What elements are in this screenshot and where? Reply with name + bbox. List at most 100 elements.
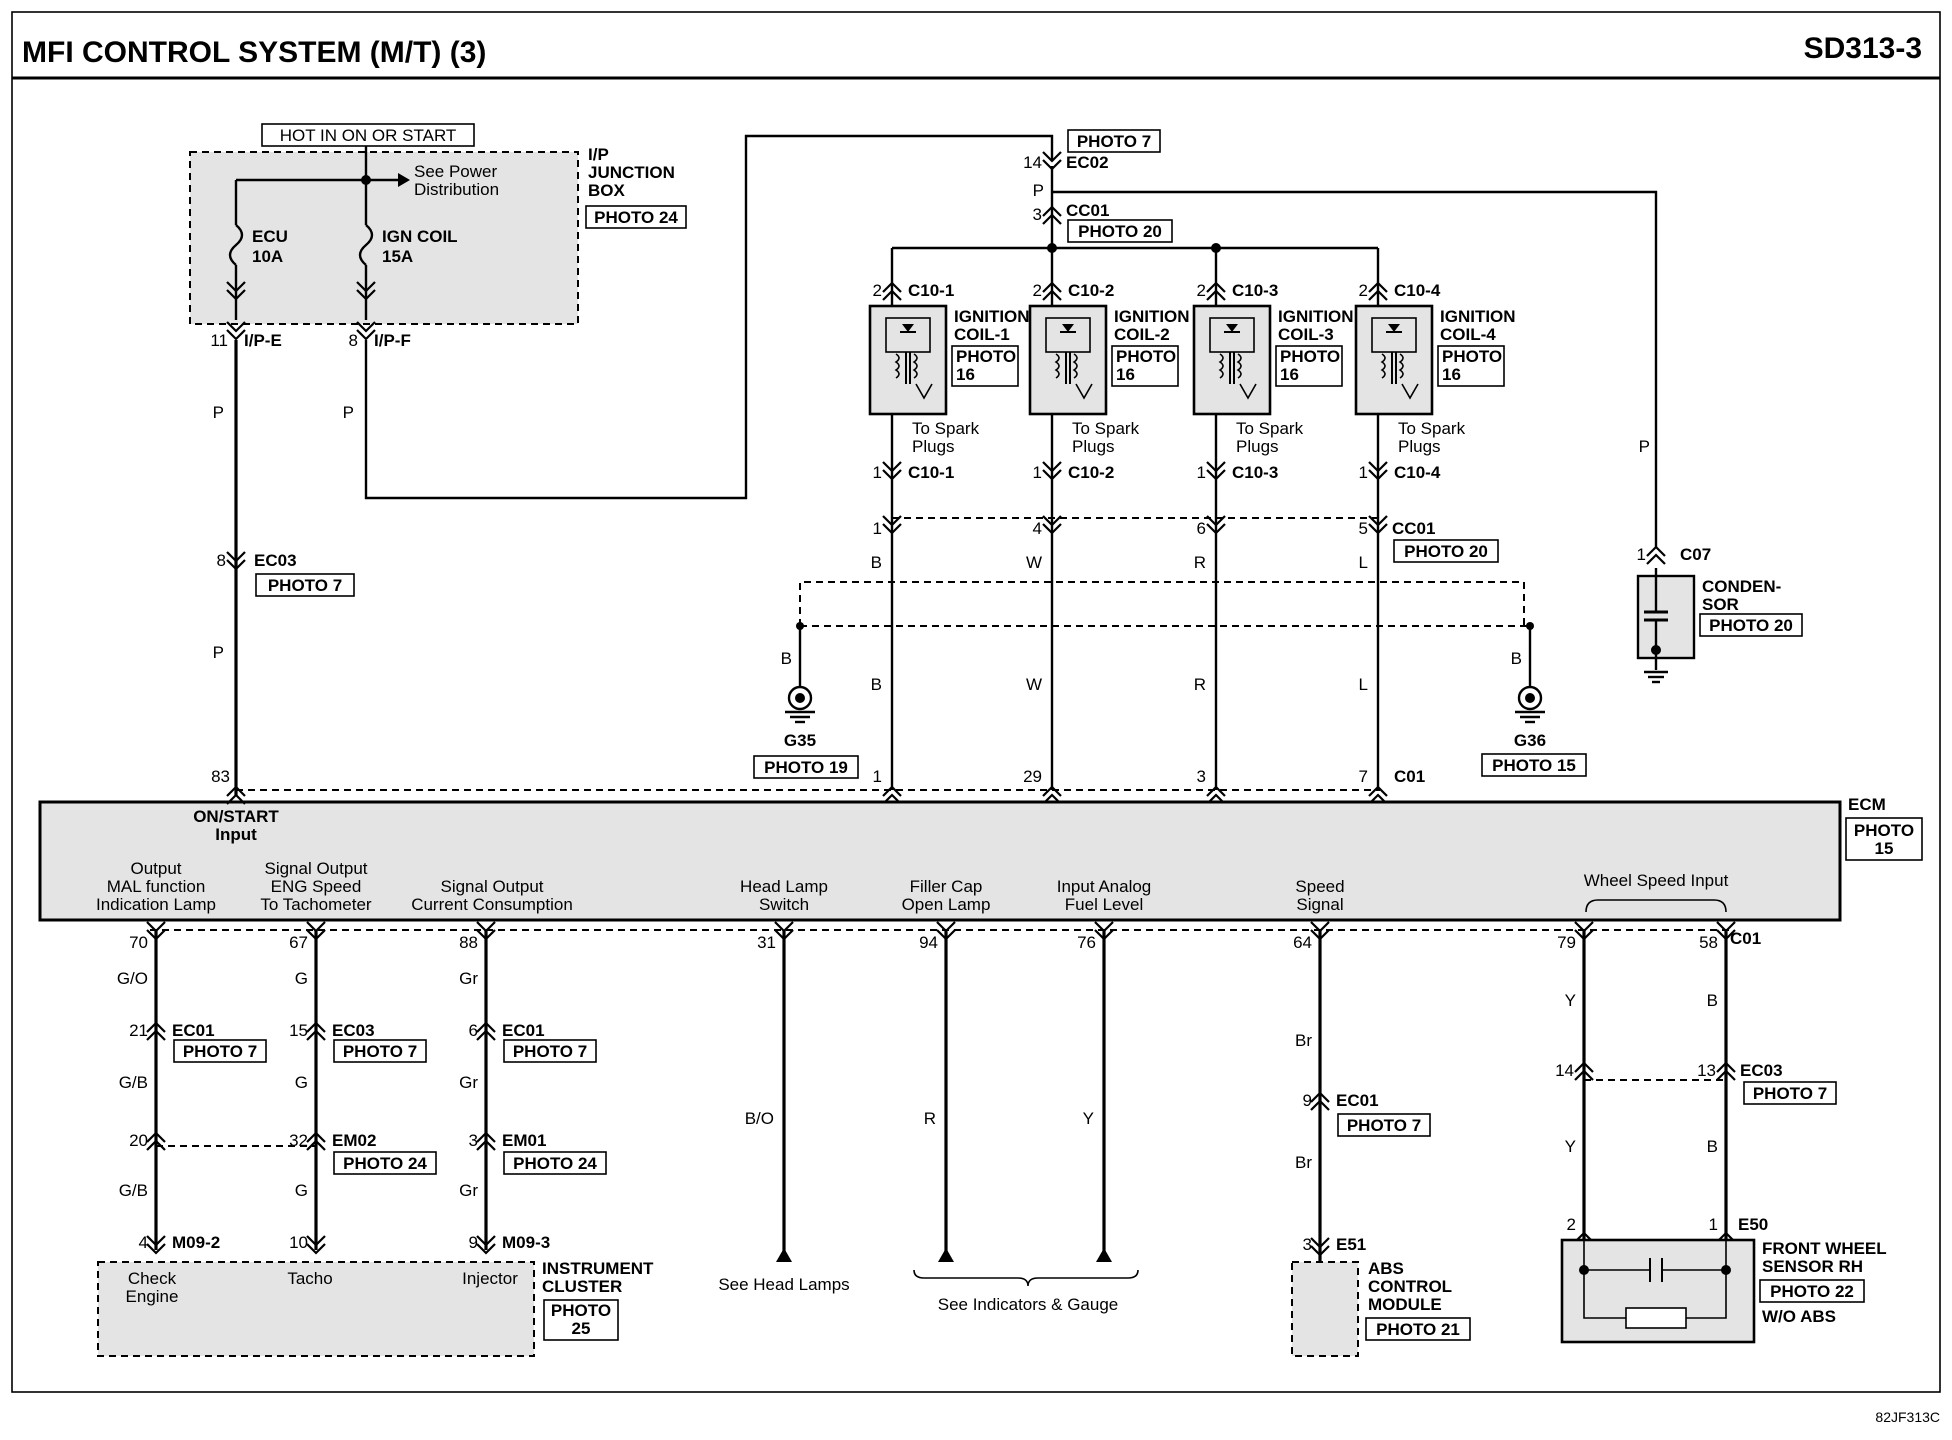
coil-top-conn: C10-2 — [1068, 281, 1114, 300]
wire-color: B — [1707, 1137, 1718, 1156]
wire-color: Y — [1083, 1109, 1094, 1128]
condensor-wire: P — [1639, 437, 1650, 456]
ecm-cyl-pin: 7 — [1359, 767, 1368, 786]
svg-text:1: 1 — [1637, 545, 1646, 564]
fuse-ecu-icon — [228, 224, 244, 266]
conn-photo: PHOTO 24 — [513, 1154, 597, 1173]
coil-bot-conn: C10-1 — [908, 463, 954, 482]
conn-photo: PHOTO 7 — [343, 1042, 417, 1061]
junction-photo: PHOTO 24 — [594, 208, 678, 227]
conn-pin: 32 — [289, 1131, 308, 1150]
ecm-bottom-pin: 67 — [289, 933, 308, 952]
wire-color: B — [1707, 991, 1718, 1010]
svg-text:PHOTO 20: PHOTO 20 — [1709, 616, 1793, 635]
fuse1-name: ECU — [252, 227, 288, 246]
conn-pin: 1 — [1709, 1215, 1718, 1234]
coil-top-pin: 2 — [1197, 281, 1206, 300]
wire-color: B/O — [745, 1109, 774, 1128]
coil-wire-color: W — [1026, 675, 1042, 694]
wire-color: Y — [1565, 991, 1576, 1010]
wire-ign-coil-feed — [364, 134, 1054, 500]
fuse2-rating: 15A — [382, 247, 413, 266]
conn-pin: 14 — [1555, 1061, 1574, 1080]
conn-photo: PHOTO 7 — [1347, 1116, 1421, 1135]
junction-label: I/P JUNCTION BOX — [588, 145, 680, 200]
wire-condensor — [1052, 190, 1658, 548]
frame — [11, 11, 1941, 1393]
ecm-cyl-pin: 1 — [873, 767, 882, 786]
wire-p-1: P — [213, 403, 224, 422]
wire-color: Gr — [459, 1073, 478, 1092]
branch-head-lamp: B/O — [745, 930, 792, 1262]
ip-f-pin: 8 — [349, 331, 358, 350]
conn-name: EC03 — [1740, 1061, 1783, 1080]
g35-photo: PHOTO 19 — [764, 758, 848, 777]
footer-ref: 82JF313C — [1875, 1409, 1940, 1425]
conn-pin: 3 — [469, 1131, 478, 1150]
ec03-pin: 8 — [217, 551, 226, 570]
wire-color: G/O — [117, 969, 148, 988]
hot-label: HOT IN ON OR START — [280, 126, 457, 145]
ecm-bottom-pin: 94 — [919, 933, 938, 952]
wire-color: G/B — [119, 1181, 148, 1200]
conn-pin: 9 — [469, 1233, 478, 1252]
coil-bot-conn: C10-3 — [1232, 463, 1278, 482]
ecm-cyl-pin: 3 — [1197, 767, 1206, 786]
svg-text:CONDEN-SOR: CONDEN-SOR — [1702, 577, 1781, 614]
conn-photo: PHOTO 7 — [183, 1042, 257, 1061]
see-indicators-gauge: See Indicators & Gauge — [938, 1295, 1119, 1314]
conn-pin: 2 — [1567, 1215, 1576, 1234]
conn-photo: PHOTO 7 — [513, 1042, 587, 1061]
conn-name: EM01 — [502, 1131, 546, 1150]
branch-fuel-level: Y — [1083, 930, 1112, 1262]
see-head-lamps: See Head Lamps — [718, 1275, 849, 1294]
fuse-ign-coil-icon — [358, 224, 374, 266]
cc01-pin: 5 — [1359, 519, 1368, 538]
svg-text:Injector: Injector — [462, 1269, 518, 1288]
wire-color: G — [295, 1073, 308, 1092]
coil-wire-color: W — [1026, 553, 1042, 572]
ip-e-pin: 11 — [210, 331, 228, 350]
wire-p-3: P — [343, 403, 354, 422]
ecm-name: ECM — [1848, 795, 1886, 814]
coil-top-pin: 2 — [873, 281, 882, 300]
conn-name: M09-2 — [172, 1233, 220, 1252]
coil-wire-color: L — [1359, 675, 1368, 694]
ecm-on-pin: 83 — [211, 767, 230, 786]
conn-pin: 10 — [289, 1233, 308, 1252]
conn-pin: 4 — [139, 1233, 148, 1252]
wire-color: Gr — [459, 969, 478, 988]
wire-color: G — [295, 969, 308, 988]
ecm-cyl-pin: 29 — [1023, 767, 1042, 786]
conn-name: EM02 — [332, 1131, 376, 1150]
g36-wire: B — [1511, 649, 1522, 668]
conn-pin: 15 — [289, 1021, 308, 1040]
ec03-photo: PHOTO 7 — [268, 576, 342, 595]
cc01-top-pin: 3 — [1033, 205, 1042, 224]
wire-color: Br — [1295, 1031, 1312, 1050]
ecm-bottom-pin: 31 — [757, 933, 776, 952]
coil-wire-color: B — [871, 675, 882, 694]
cc01-top-photo: PHOTO 20 — [1078, 222, 1162, 241]
condensor: 1 C07 CONDEN-SOR PHOTO 20 — [1637, 545, 1803, 684]
